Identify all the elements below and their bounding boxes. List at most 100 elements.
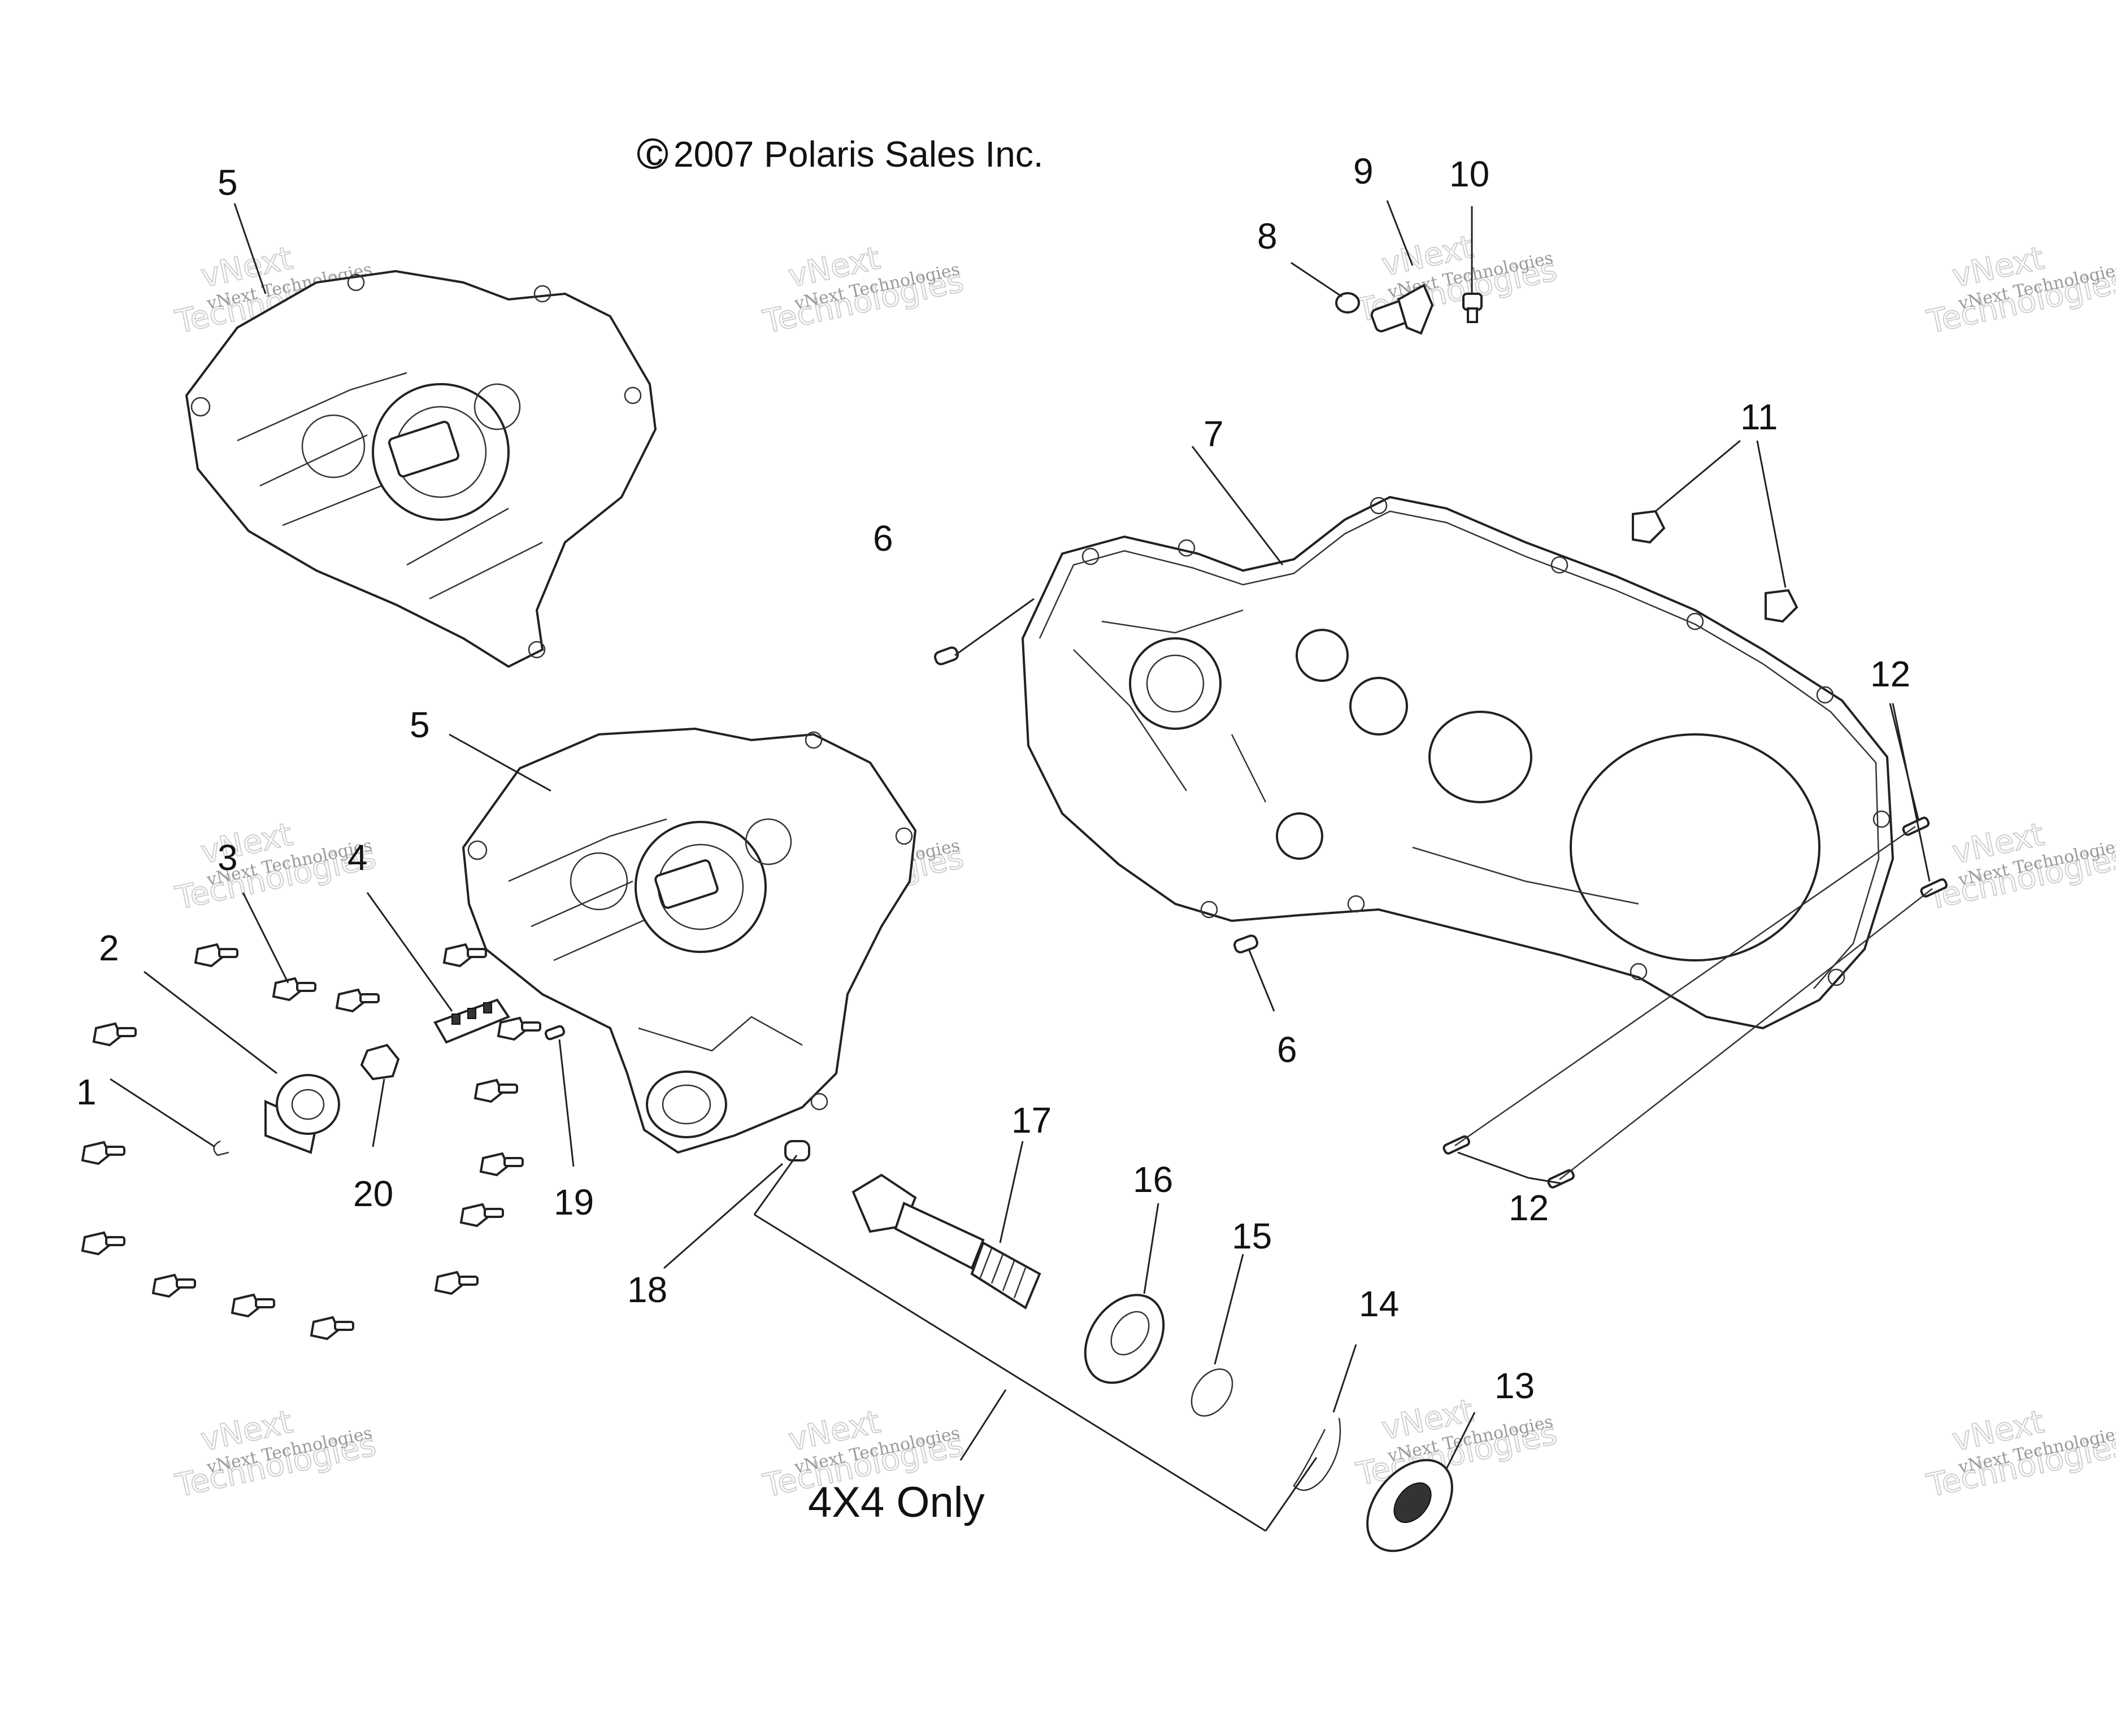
bolt bbox=[92, 1022, 137, 1047]
bolt-hole bbox=[1816, 686, 1834, 704]
leader-line bbox=[144, 971, 277, 1074]
bushing bbox=[784, 1140, 810, 1161]
output-bore bbox=[662, 1084, 711, 1125]
bearing-inner bbox=[291, 1089, 325, 1120]
stud-path bbox=[1559, 888, 1933, 1180]
bolt bbox=[442, 943, 487, 968]
hex-nut bbox=[360, 1043, 400, 1081]
bolt-hole bbox=[1630, 963, 1648, 981]
watermark: vNext Technologies vNext Technologies bbox=[172, 815, 380, 917]
bearing-outer bbox=[276, 1074, 340, 1135]
roll-pin bbox=[544, 1025, 566, 1041]
bearing-bore bbox=[301, 414, 366, 478]
bolt bbox=[194, 943, 238, 968]
output-web bbox=[638, 1016, 803, 1052]
callout-6-upper: 6 bbox=[873, 518, 893, 559]
bolt-shank bbox=[503, 1157, 524, 1167]
callout-13: 13 bbox=[1494, 1365, 1535, 1406]
screen-slot bbox=[467, 1008, 476, 1019]
watermark: vNext Technologies vNext Technologies bbox=[1923, 239, 2116, 341]
transmission-case-lower bbox=[462, 727, 917, 1154]
shaft-body bbox=[894, 1202, 985, 1270]
bolt-hole bbox=[1872, 810, 1891, 828]
bolt-hole bbox=[1081, 547, 1100, 565]
leader-line bbox=[1756, 440, 1787, 588]
cover-rib bbox=[1231, 734, 1267, 803]
watermark: vNext Technologies vNext Technologies bbox=[1923, 1403, 2116, 1505]
screen-slot bbox=[451, 1013, 460, 1025]
copyright-symbol-letter: c bbox=[645, 132, 663, 173]
leader-line bbox=[1386, 200, 1414, 266]
lower-bore bbox=[1276, 812, 1323, 860]
bolt-head bbox=[92, 1022, 123, 1047]
bolt-hole bbox=[528, 641, 546, 659]
4x4-bracket bbox=[1265, 1457, 1318, 1531]
bolt bbox=[81, 1231, 125, 1256]
leader-line bbox=[1655, 440, 1741, 512]
case-rib bbox=[508, 818, 667, 882]
callout-19: 19 bbox=[554, 1182, 594, 1222]
bolt-hole bbox=[624, 386, 642, 404]
watermark: vNext Technologies vNext Technologies bbox=[1923, 815, 2116, 917]
case-rib bbox=[553, 914, 656, 961]
leader-line bbox=[1445, 1412, 1476, 1469]
snap-ring bbox=[1190, 1368, 1233, 1417]
screw-head bbox=[1462, 293, 1483, 311]
callout-8: 8 bbox=[1257, 216, 1278, 256]
bolt-hole bbox=[1200, 900, 1218, 919]
leader-line bbox=[1291, 262, 1342, 298]
bolt-hole bbox=[1550, 556, 1568, 574]
callout-3: 3 bbox=[218, 837, 238, 878]
callout-10: 10 bbox=[1449, 154, 1489, 194]
output-housing bbox=[646, 1071, 727, 1138]
bolt-shank bbox=[484, 1208, 504, 1218]
bolt-hole bbox=[1827, 968, 1845, 986]
transmission-case-upper bbox=[185, 269, 657, 668]
bolt bbox=[497, 1016, 541, 1041]
shaft-boss bbox=[745, 818, 792, 865]
bolt bbox=[81, 1141, 125, 1165]
leader-line bbox=[1457, 1151, 1529, 1179]
leader-line bbox=[954, 598, 1035, 656]
4x4-leader bbox=[959, 1389, 1007, 1461]
leader-line bbox=[1892, 703, 1931, 882]
seal-lip bbox=[1393, 1482, 1432, 1523]
leader-line bbox=[1143, 1203, 1159, 1294]
case-rib bbox=[406, 507, 509, 566]
bearing-outer bbox=[1084, 1294, 1165, 1384]
bolt bbox=[231, 1293, 275, 1318]
leader-line bbox=[558, 1039, 575, 1167]
copyright: c 2007 Polaris Sales Inc. bbox=[637, 132, 1044, 175]
callout-6-lower: 6 bbox=[1277, 1029, 1297, 1070]
bolt-head bbox=[81, 1141, 111, 1165]
circlip bbox=[1293, 1417, 1341, 1491]
case-rib bbox=[259, 434, 368, 487]
bolt-head bbox=[231, 1293, 261, 1318]
logo-plate bbox=[388, 420, 460, 478]
retaining-clip bbox=[213, 1140, 229, 1156]
bolt-shank bbox=[359, 993, 380, 1003]
bolt-set bbox=[81, 943, 541, 1341]
callout-12-upper: 12 bbox=[1870, 654, 1910, 694]
bolt-hole bbox=[190, 397, 211, 417]
dowel-pin bbox=[933, 646, 959, 665]
leader-line bbox=[1332, 1344, 1357, 1413]
bolt-head bbox=[310, 1316, 340, 1341]
bolt-hole bbox=[805, 731, 823, 749]
cover-rib bbox=[1073, 649, 1188, 791]
cover-flange bbox=[1039, 510, 1880, 989]
cover-rib bbox=[1101, 609, 1244, 634]
bolt bbox=[473, 1078, 518, 1103]
watermark: vNext Technologies vNext Technologies bbox=[759, 239, 967, 341]
bolt-head bbox=[479, 1152, 510, 1177]
plug-head bbox=[1765, 589, 1798, 623]
bolt-head bbox=[442, 943, 473, 968]
bolt-shank bbox=[521, 1021, 541, 1032]
callout-5-lower: 5 bbox=[410, 704, 430, 745]
callout-20: 20 bbox=[353, 1173, 393, 1214]
spline-teeth bbox=[979, 1248, 1027, 1299]
bolt bbox=[479, 1152, 524, 1177]
callout-9: 9 bbox=[1353, 151, 1374, 192]
sensor-screw bbox=[1462, 293, 1483, 323]
